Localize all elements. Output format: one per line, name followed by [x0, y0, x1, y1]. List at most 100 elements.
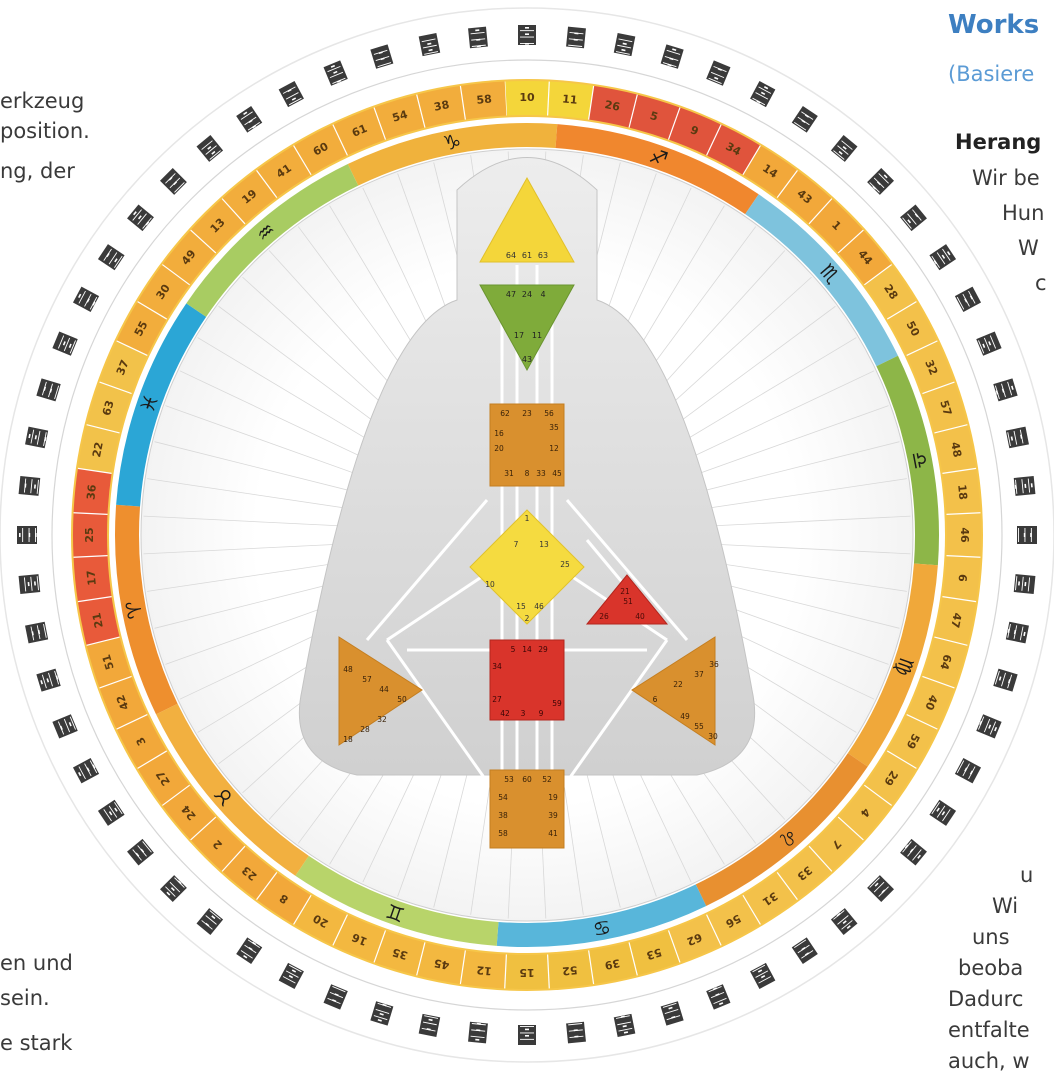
- gate-segment: [190, 198, 245, 253]
- gate-segment: [668, 914, 722, 963]
- gate-label: 26: [599, 612, 609, 621]
- zodiac-symbol: ♋: [591, 914, 613, 941]
- gate-number: 46: [958, 527, 971, 543]
- gate-label: 60: [522, 775, 532, 784]
- gate-number: 32: [922, 358, 940, 377]
- channel-line: [545, 639, 669, 811]
- gate-label: 24: [522, 290, 532, 299]
- gate-label: 27: [492, 695, 502, 704]
- gate-label: 46: [534, 602, 544, 611]
- hexagram-icon: [867, 168, 894, 195]
- left-text-line-4: en und: [0, 951, 73, 975]
- hexagram-icon: [954, 286, 982, 312]
- hexagram-icon: [18, 574, 41, 594]
- gate-label: 41: [548, 829, 558, 838]
- gate-segment: [547, 950, 594, 989]
- hexagram-icon: [418, 33, 441, 57]
- zodiac-segment: [186, 164, 359, 317]
- hexagram-icon: [929, 799, 957, 826]
- gate-number: 35: [391, 945, 409, 962]
- spoke-line: [179, 370, 392, 472]
- hexagram-icon: [323, 984, 348, 1010]
- gate-number: 51: [100, 653, 117, 671]
- head-center: [479, 176, 575, 263]
- gate-label: 12: [549, 444, 559, 453]
- zodiac-segment: [295, 855, 499, 946]
- zodiac-segment: [115, 504, 178, 715]
- hexagram-icon: [278, 962, 304, 990]
- hexagram-icon: [566, 1021, 586, 1044]
- zodiac-segment: [116, 303, 207, 507]
- gate-segment: [934, 596, 977, 646]
- gate-label: 6: [653, 695, 658, 704]
- gate-segment: [116, 714, 167, 769]
- gate-number: 34: [723, 140, 743, 159]
- right-text-line: auch, w: [948, 1049, 1030, 1073]
- gate-label: 30: [708, 732, 718, 741]
- gate-label: 4: [540, 290, 545, 299]
- right-text-line: u: [1020, 863, 1034, 887]
- hexagram-icon: [18, 476, 41, 496]
- gate-segment: [504, 954, 550, 989]
- gate-segment: [86, 637, 132, 688]
- gate-number: 17: [84, 570, 98, 587]
- gate-label: 15: [516, 602, 526, 611]
- gate-number: 40: [922, 693, 940, 712]
- gate-label: 59: [552, 699, 562, 708]
- left-text-line-3: ng, der: [0, 159, 75, 183]
- gate-number: 53: [645, 945, 663, 962]
- hexagram-icon: [1005, 426, 1029, 449]
- gate-segment: [934, 424, 977, 474]
- sacral-center: [489, 639, 565, 721]
- gate-number: 15: [519, 966, 534, 979]
- gate-number: 11: [562, 92, 579, 106]
- right-text-line: Dadurc: [948, 987, 1024, 1011]
- gate-segment: [374, 94, 425, 140]
- gate-segment: [504, 81, 550, 116]
- gate-number: 22: [90, 441, 106, 459]
- gate-label: 64: [506, 251, 516, 260]
- hexagram-icon: [17, 526, 37, 544]
- gate-number: 39: [604, 956, 622, 972]
- gate-segment: [256, 872, 312, 925]
- zodiac-segment: [847, 563, 938, 767]
- hexagram-icon: [976, 714, 1002, 739]
- hexagram-icon: [25, 621, 49, 644]
- hexagram-icon: [976, 331, 1002, 356]
- right-text-line: W: [1018, 236, 1039, 260]
- hexagram-icon: [25, 426, 49, 449]
- gate-label: 25: [560, 560, 570, 569]
- hexagram-icon: [160, 875, 187, 902]
- right-text-line: beoba: [958, 956, 1024, 980]
- gate-segment: [293, 895, 348, 946]
- gate-segment: [460, 81, 507, 120]
- hexagram-icon: [706, 60, 731, 86]
- root-center: [489, 769, 565, 849]
- gate-number: 47: [948, 612, 964, 630]
- gate-segment: [162, 785, 216, 840]
- hexagram-icon: [196, 135, 224, 162]
- gate-segment: [416, 85, 466, 128]
- hexagram-icon: [830, 135, 858, 162]
- gate-label: 35: [549, 423, 559, 432]
- solar-plexus-center: [631, 636, 716, 746]
- gate-number: 61: [350, 122, 369, 140]
- hexagram-icon: [323, 60, 348, 86]
- gate-segment: [222, 170, 277, 224]
- gate-segment: [222, 846, 277, 900]
- hexagram-icon: [1017, 526, 1037, 544]
- gate-label: 53: [504, 775, 514, 784]
- left-text-line-1: erkzeug: [0, 89, 85, 113]
- hexagram-icon: [900, 204, 927, 232]
- hexagram-icon: [900, 838, 927, 866]
- gate-label: 1: [525, 514, 530, 523]
- hexagram-icon: [236, 937, 263, 965]
- gate-segment: [73, 555, 112, 602]
- gate-number: 57: [937, 399, 954, 417]
- gate-segment: [416, 942, 466, 985]
- gate-number: 20: [311, 911, 331, 930]
- hexagram-icon: [468, 1021, 488, 1044]
- gate-segment: [809, 817, 864, 872]
- hexagram-icon: [791, 105, 818, 133]
- page-title: Works: [948, 10, 1040, 40]
